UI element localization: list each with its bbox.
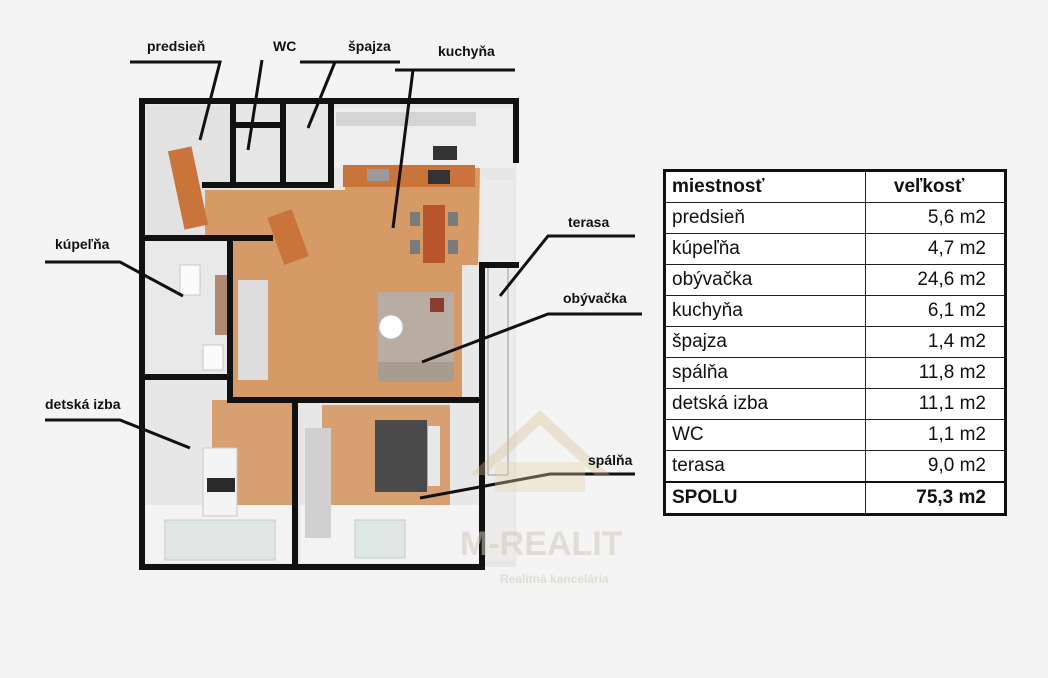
room-size: 11,8 m2 (865, 357, 1006, 389)
table-header-row: miestnosť veľkosť (663, 170, 1006, 203)
dining-table (423, 205, 445, 263)
window-detska (164, 519, 276, 561)
kitchen-hood (433, 146, 457, 160)
room-name: kúpeľňa (663, 233, 867, 265)
kitchen-sink (367, 169, 389, 181)
total-label: SPOLU (663, 481, 867, 515)
header-room: miestnosť (663, 170, 867, 203)
room-size: 5,6 m2 (865, 202, 1006, 234)
coffee-table (378, 314, 404, 340)
label-obyvacka: obývačka (563, 290, 627, 306)
terrace-floor (482, 180, 514, 560)
header-size: veľkosť (865, 170, 1006, 203)
room-size: 1,4 m2 (865, 326, 1006, 358)
room-size: 4,7 m2 (865, 233, 1006, 265)
watermark-house-icon (470, 410, 610, 475)
window-spalna (354, 519, 406, 559)
room-name: kuchyňa (663, 295, 867, 327)
child-bed-dark (207, 478, 235, 492)
room-name: spálňa (663, 357, 867, 389)
bathtub (202, 344, 224, 371)
leader-kupelna (45, 260, 184, 298)
label-kupelna: kúpeľňa (55, 236, 110, 252)
dining-chair (410, 240, 420, 254)
sofa-back (378, 362, 454, 382)
total-size: 75,3 m2 (865, 481, 1006, 515)
label-kuchyna: kuchyňa (438, 43, 495, 59)
leader-lines (45, 59, 642, 500)
room-size: 6,1 m2 (865, 295, 1006, 327)
watermark-logo (470, 410, 610, 492)
leader-predsien (130, 60, 222, 141)
room-name: predsieň (663, 202, 867, 234)
leader-terasa (498, 234, 635, 297)
kitchen-stove (428, 170, 450, 184)
label-wc: WC (273, 38, 297, 54)
tv-cabinet (238, 280, 268, 380)
room-name: detská izba (663, 388, 867, 420)
room-size: 24,6 m2 (865, 264, 1006, 296)
walls (139, 98, 519, 570)
hall-door-wood-2 (267, 209, 309, 265)
label-spalna: spálňa (588, 452, 633, 468)
label-spajza: špajza (348, 38, 391, 54)
bed (375, 420, 427, 492)
room-size: 1,1 m2 (865, 419, 1006, 451)
room-size: 11,1 m2 (865, 388, 1006, 420)
leader-obyvacka (421, 312, 642, 364)
outer-wall-left (139, 98, 298, 570)
leader-spalna (419, 472, 635, 500)
bathroom-cabinet (215, 275, 227, 335)
room-size: 9,0 m2 (865, 450, 1006, 483)
total-row: SPOLU 75,3 m2 (663, 481, 1006, 515)
dining-chair (448, 240, 458, 254)
dining-chair (448, 212, 458, 226)
leader-kuchyna-diag (391, 69, 415, 229)
label-predsien: predsieň (147, 38, 206, 54)
leader-spajza-diag (306, 61, 337, 129)
room-name: WC (663, 419, 867, 451)
outer-wall (139, 98, 519, 163)
wardrobe (305, 428, 331, 538)
bed-pillows (428, 426, 440, 486)
label-terasa: terasa (568, 214, 610, 230)
leader-detska (45, 418, 191, 450)
kitchen-counter (343, 165, 475, 187)
cushion (430, 298, 444, 312)
room-name: špajza (663, 326, 867, 358)
hall-door-wood (167, 146, 209, 230)
room-name: terasa (663, 450, 867, 483)
watermark-house-base (495, 462, 585, 492)
label-detska-izba: detská izba (45, 396, 121, 412)
dining-chair (410, 212, 420, 226)
bathroom-sink (179, 264, 201, 296)
leader-wc (246, 59, 264, 151)
room-name: obývačka (663, 264, 867, 296)
watermark-brand: M-REALIT (460, 525, 623, 563)
watermark-tagline: Realitná kancelária (500, 572, 609, 586)
